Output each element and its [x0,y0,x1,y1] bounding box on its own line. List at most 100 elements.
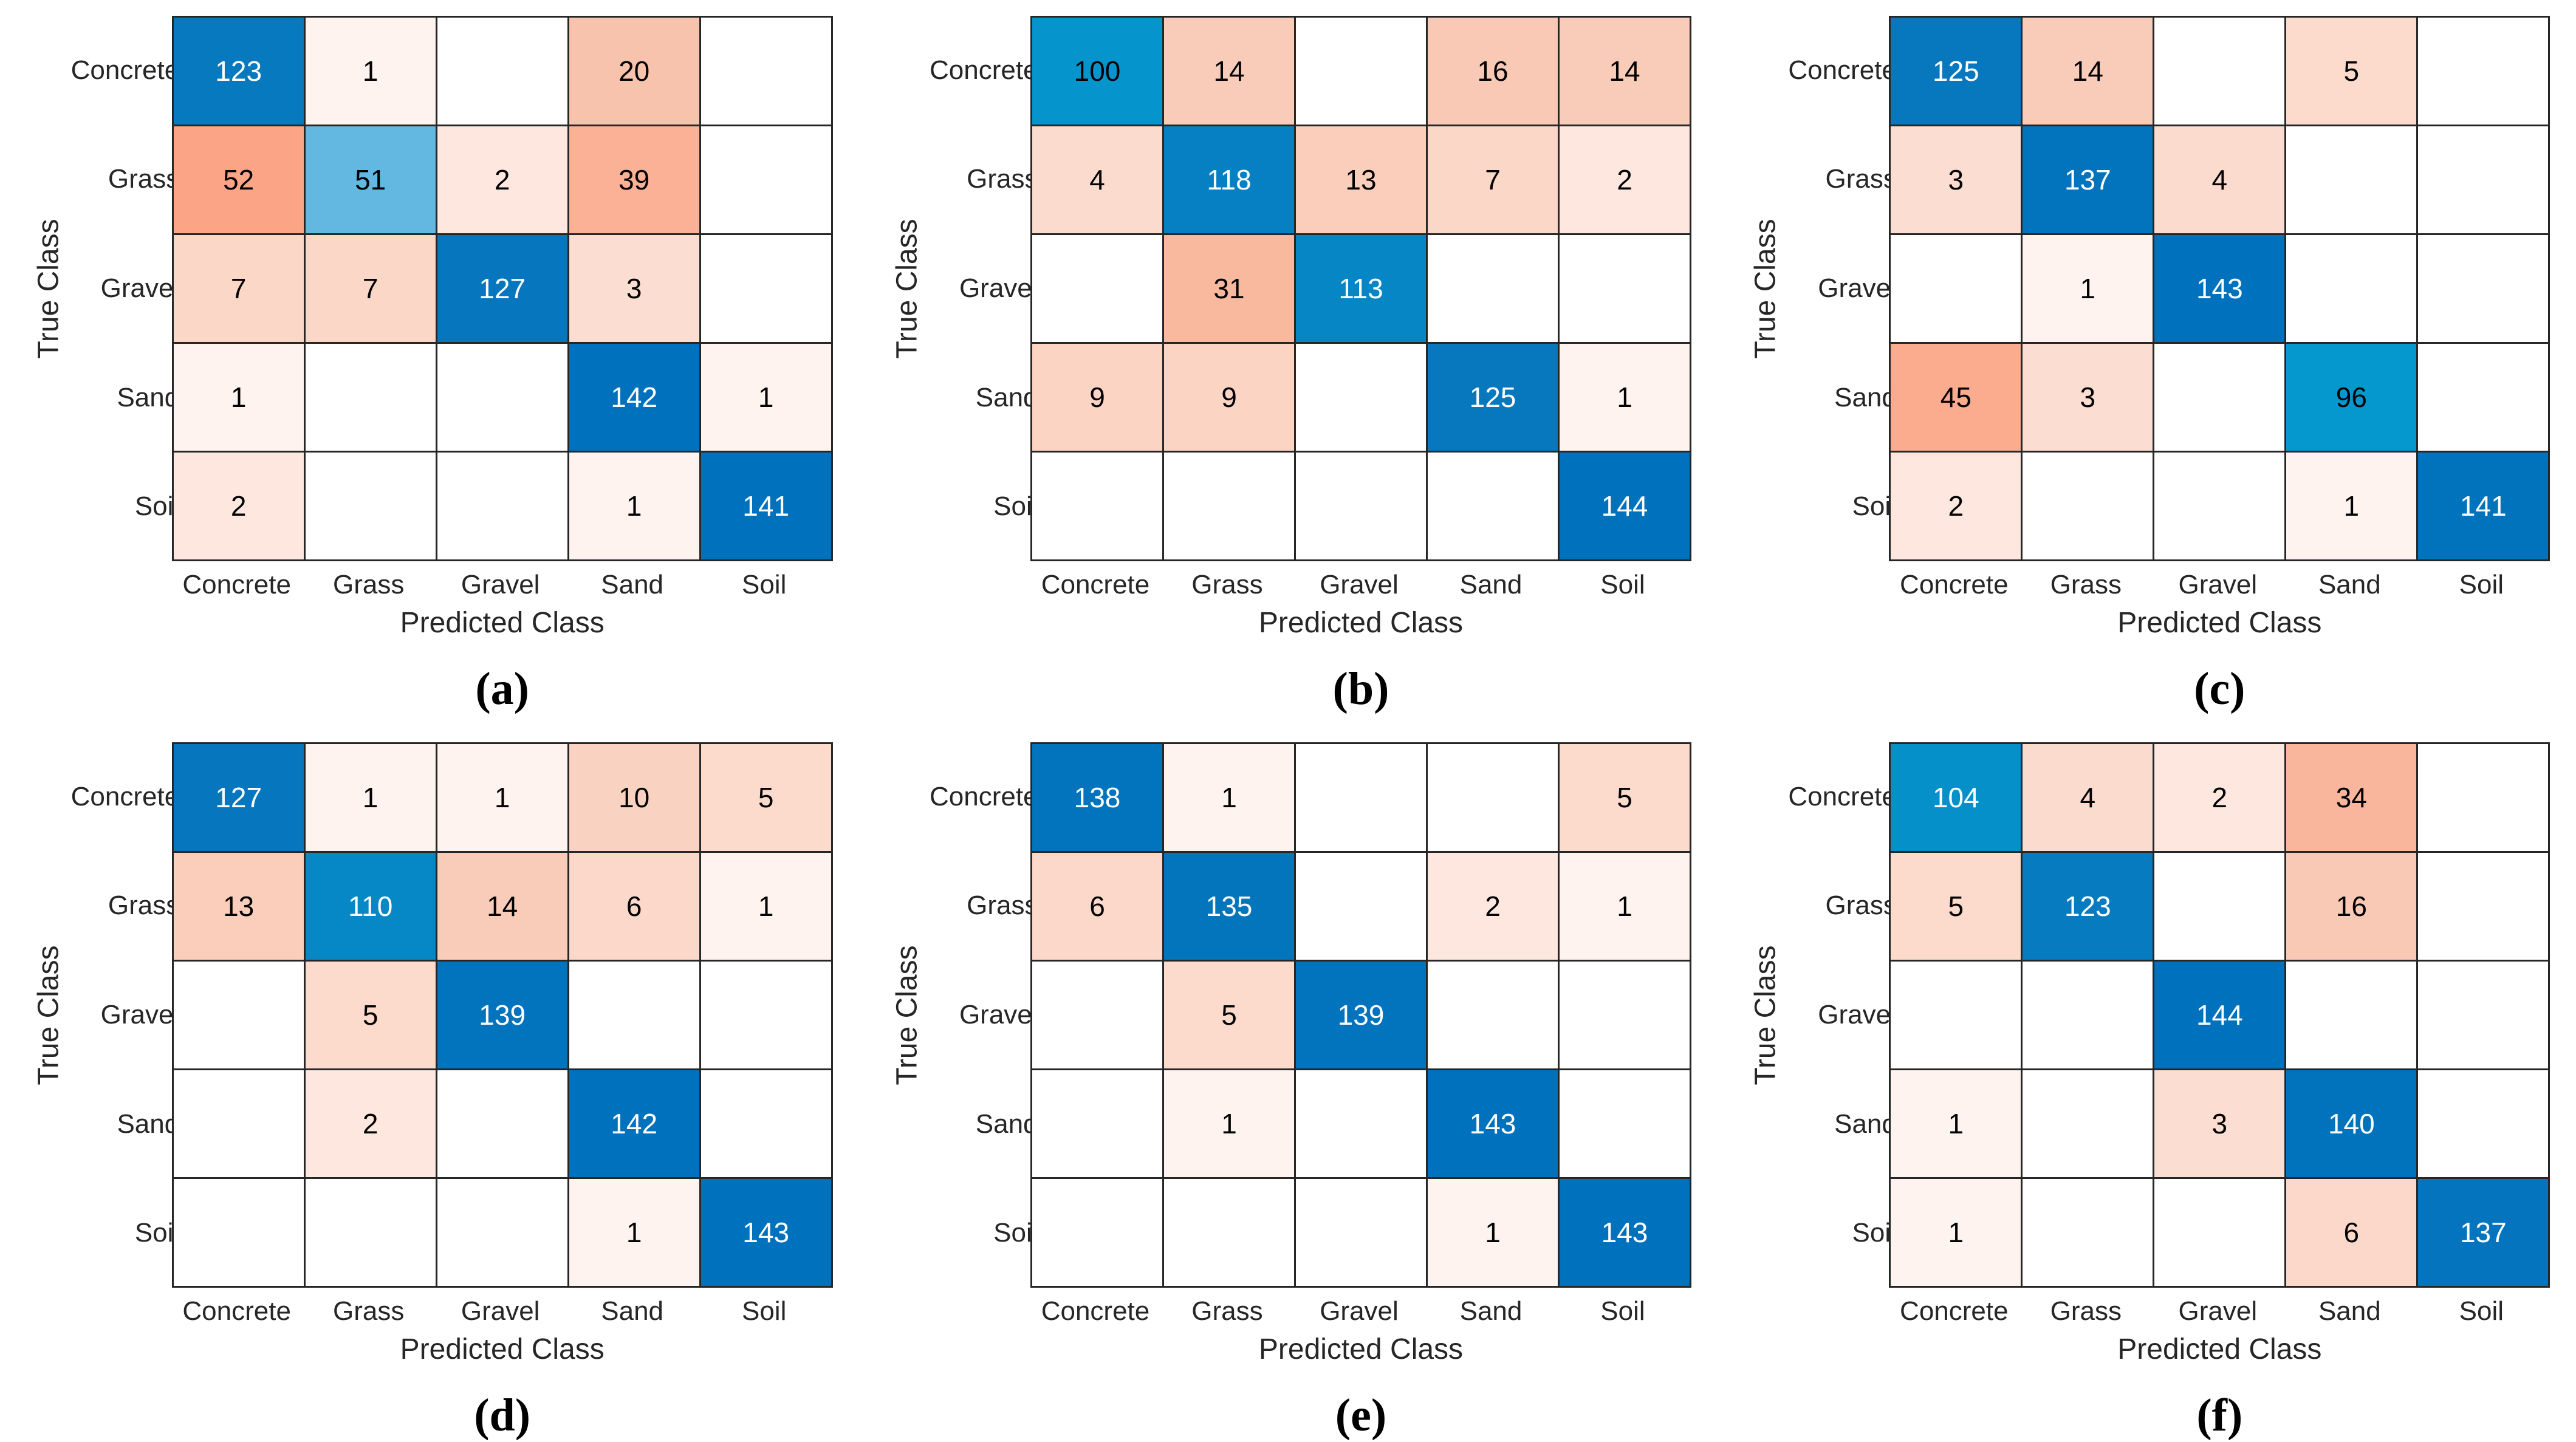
matrix-cell [2154,18,2285,125]
y-axis-title: True Class [32,218,65,359]
matrix-cell: 1 [1559,344,1690,451]
matrix-cell: 127 [437,235,567,342]
matrix-cell: 20 [569,18,699,125]
x-tick-label: Gravel [2178,1296,2258,1326]
matrix-cell: 51 [305,126,436,233]
matrix-cell [569,962,699,1068]
y-tick-label: Sand [975,382,1038,412]
x-tick-label: Grass [1191,1296,1263,1326]
x-tick-label: Soil [2459,1296,2504,1326]
matrix-cell: 4 [2154,126,2285,233]
matrix-cell: 1 [2023,235,2153,342]
matrix-cell: 141 [2418,453,2549,559]
y-axis-title: True Class [891,218,923,359]
matrix-cell: 3 [2154,1070,2285,1177]
matrix-cell [437,18,567,125]
matrix-cell: 9 [1032,344,1162,451]
matrix-cell [701,962,831,1068]
matrix-cell [437,344,567,451]
matrix-cell [1032,235,1162,342]
matrix-cell [173,962,304,1068]
matrix-cell: 6 [2286,1179,2417,1286]
matrix-cell [2418,126,2549,233]
matrix-cell: 31 [1163,235,1294,342]
y-tick-label: Grass [108,164,180,194]
matrix-cell: 1 [1163,1070,1294,1177]
y-tick-label: Concrete [1788,781,1897,812]
y-axis-label-wrap: True Class [885,16,930,561]
matrix-cell [2286,126,2417,233]
matrix-cell [1559,235,1690,342]
matrix-cell [701,126,831,233]
matrix-cell [1295,1179,1426,1286]
subplot-caption: (a) [475,663,529,714]
matrix-cell: 5 [1163,962,1294,1068]
matrix-cell: 7 [1427,126,1558,233]
matrix-cell: 1 [1891,1179,2021,1286]
subplot-caption: (f) [2196,1390,2243,1441]
matrix-cell: 16 [2286,853,2417,960]
y-tick-label: Sand [117,1109,180,1139]
y-axis-label-wrap: True Class [1743,16,1788,561]
matrix-cell: 2 [437,126,567,233]
matrix-cell: 100 [1032,18,1162,125]
matrix-cell: 125 [1891,18,2021,125]
subplot-caption: (c) [2194,663,2245,714]
y-tick-label: Sand [1834,382,1897,412]
matrix-cell: 142 [569,344,699,451]
matrix-cell [1427,235,1558,342]
matrix-cell [2154,853,2285,960]
matrix-cell: 5 [1891,853,2021,960]
matrix-cell: 1 [305,18,436,125]
x-axis-title: Predicted Class [400,607,605,639]
x-tick-label: Concrete [182,1296,291,1326]
x-axis-title: Predicted Class [1258,1333,1464,1365]
matrix-cell: 14 [2023,18,2153,125]
matrix-cell [1427,962,1558,1068]
matrix-cell [2418,962,2549,1068]
matrix-cell [2023,1070,2153,1177]
matrix-cell [437,453,567,559]
matrix-cell: 138 [1032,744,1162,851]
matrix-cell [173,1070,304,1177]
matrix-cell: 1 [1163,744,1294,851]
matrix-cell [1295,1070,1426,1177]
y-axis-title: True Class [32,945,65,1085]
matrix-cell: 1 [701,344,831,451]
matrix-cell: 1 [173,344,304,451]
matrix-cell [2286,962,2417,1068]
matrix-cell [1032,1070,1162,1177]
x-tick-label: Concrete [182,570,291,600]
matrix-cell: 123 [173,18,304,125]
matrix-cell: 10 [569,744,699,851]
y-axis-label-wrap: True Class [26,742,71,1288]
x-tick-label: Sand [601,570,664,600]
matrix-cell [701,1070,831,1177]
matrix-cell [1032,962,1162,1068]
x-tick-label: Concrete [1041,1296,1150,1326]
matrix-cell: 34 [2286,744,2417,851]
x-tick-label: Soil [1600,1296,1645,1326]
matrix-cell: 143 [1427,1070,1558,1177]
matrix-cell: 137 [2023,126,2153,233]
matrix-cell: 2 [1427,853,1558,960]
matrix-cell: 144 [2154,962,2285,1068]
matrix-cell: 1 [1559,853,1690,960]
matrix-cell: 14 [437,853,567,960]
y-tick-label: Gravel [959,273,1038,303]
x-axis-title: Predicted Class [2117,607,2322,639]
y-tick-label: Gravel [1818,999,1897,1030]
matrix-cell: 13 [173,853,304,960]
matrix-cell: 52 [173,126,304,233]
matrix-cell [2418,235,2549,342]
